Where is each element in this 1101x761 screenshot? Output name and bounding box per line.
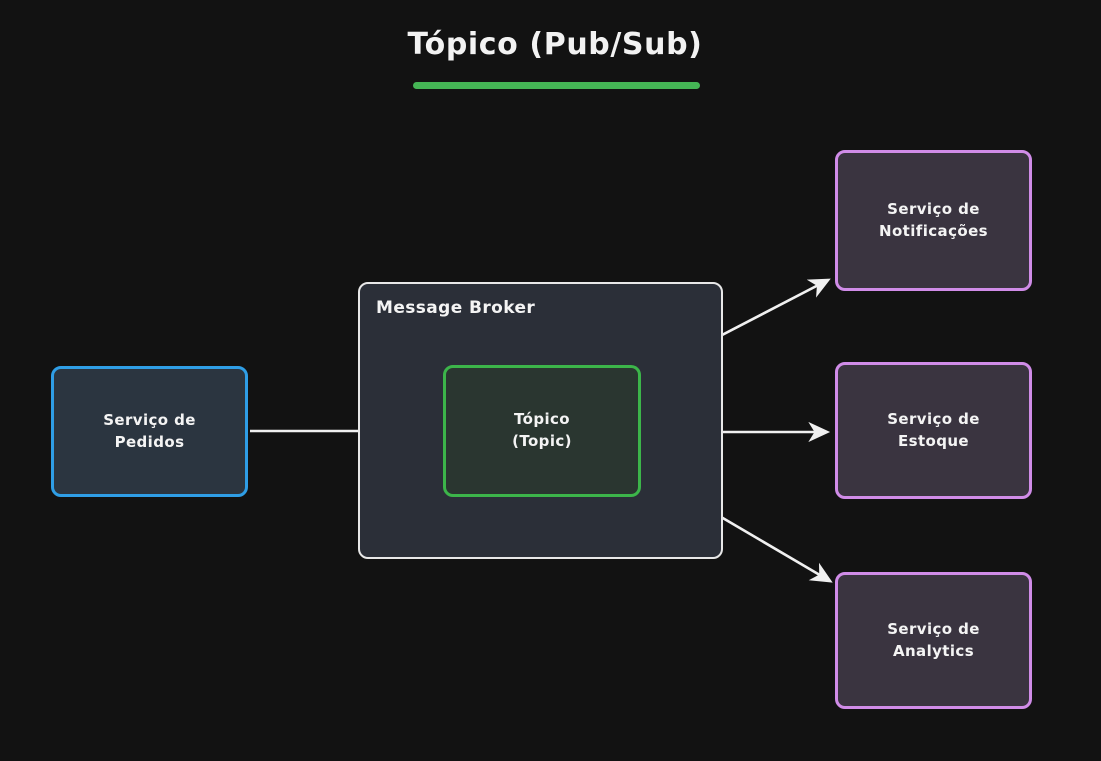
node-label: Serviço de Pedidos [103,410,196,451]
node-servico-pedidos[interactable]: Serviço de Pedidos [51,366,248,497]
message-broker-label: Message Broker [376,298,536,318]
node-label: Serviço de Estoque [887,409,980,450]
node-label: Serviço de Analytics [887,619,980,660]
node-label: Serviço de Notificações [879,199,988,240]
title-underline-stroke [413,82,700,89]
node-topico[interactable]: Tópico (Topic) [443,365,641,497]
node-servico-notificacoes[interactable]: Serviço de Notificações [835,150,1032,291]
node-servico-analytics[interactable]: Serviço de Analytics [835,572,1032,709]
page-title: Tópico (Pub/Sub) [407,27,703,62]
node-servico-estoque[interactable]: Serviço de Estoque [835,362,1032,499]
title-block: Tópico (Pub/Sub) [400,27,710,89]
node-label: Tópico (Topic) [512,410,572,450]
